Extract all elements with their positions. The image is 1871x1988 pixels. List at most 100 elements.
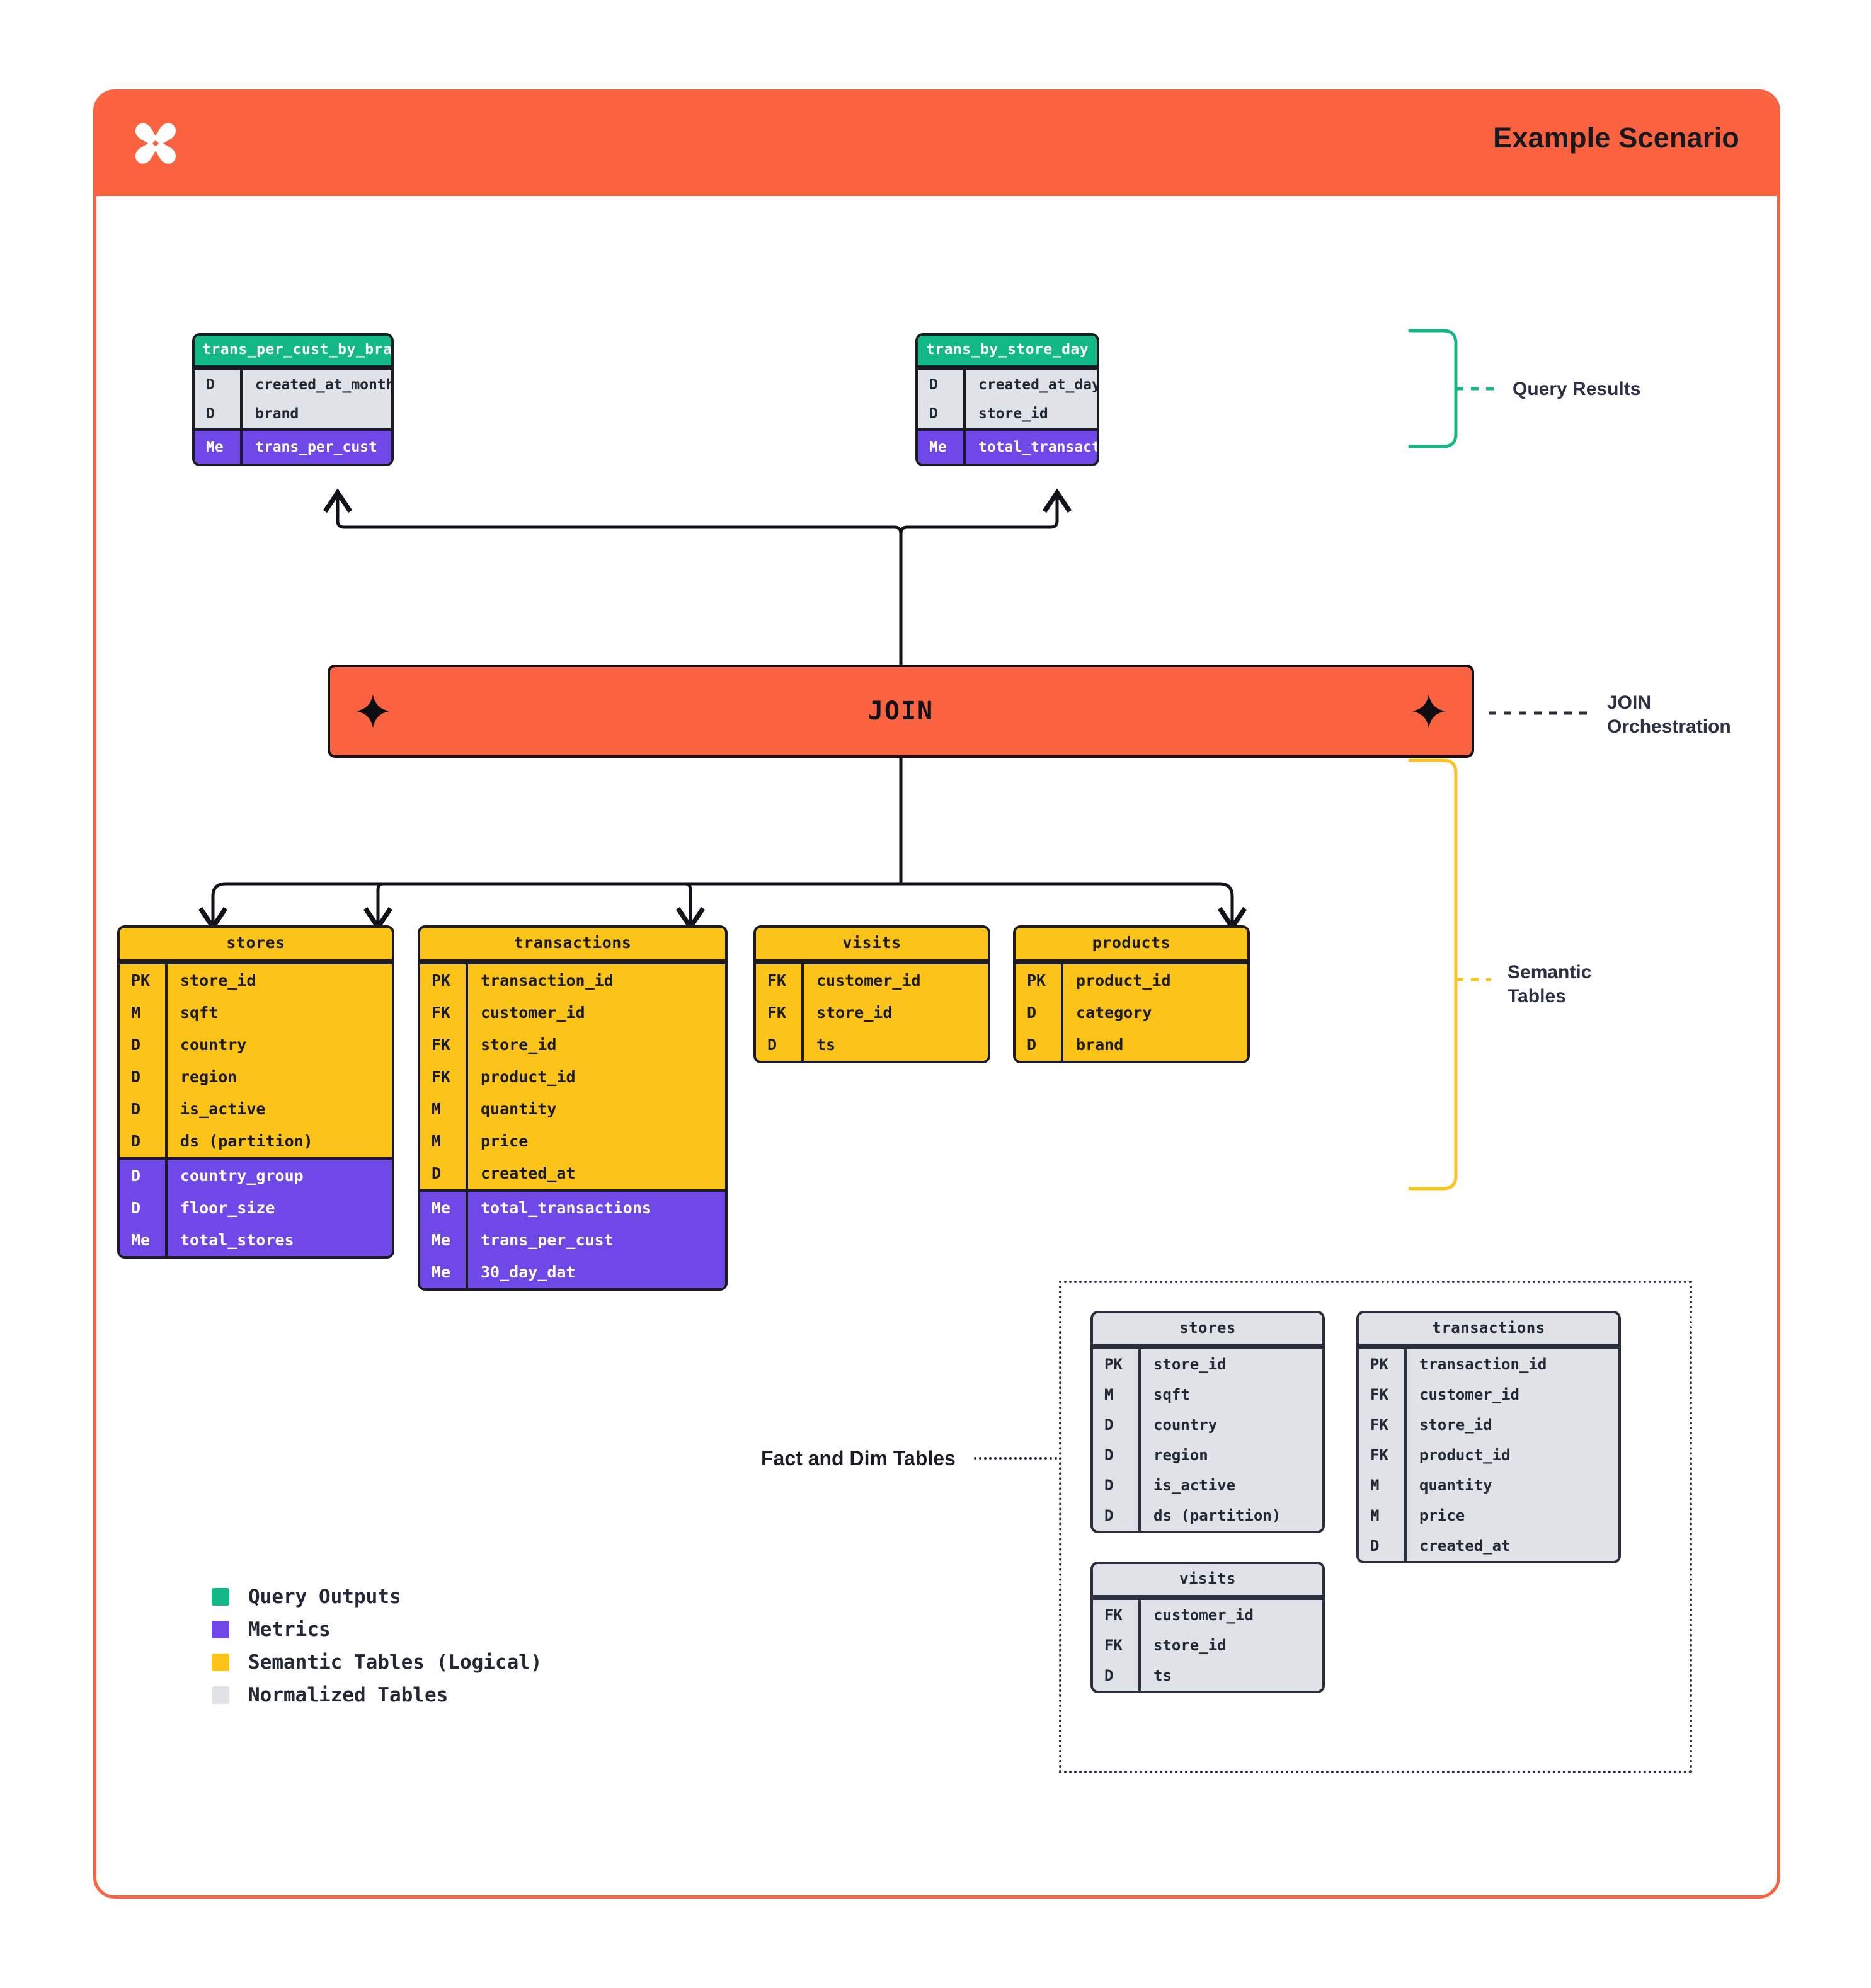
annotation-text-line1: JOIN: [1607, 692, 1652, 713]
row-field: region: [1153, 1446, 1208, 1464]
row-field: store_id: [1153, 1356, 1227, 1373]
dimension-segment: D created_at_month D brand: [195, 368, 391, 428]
card-header: Example Scenario: [96, 93, 1777, 196]
annotation-semantic-tables: Semantic Tables: [1508, 961, 1591, 1009]
row-field: store_id: [481, 1036, 557, 1054]
row-field: created_at_month: [255, 377, 394, 393]
row-key: D: [120, 1160, 168, 1192]
row-key: FK: [756, 997, 804, 1029]
legend-item-normalized-tables: Normalized Tables: [212, 1684, 542, 1706]
sparkle-icon: [356, 694, 390, 728]
row-key: D: [420, 1157, 468, 1189]
row-key: D: [918, 370, 966, 399]
row-field: transaction_id: [1419, 1356, 1547, 1373]
row-field: created_at_day: [978, 377, 1099, 393]
table-row: FK store_id: [1093, 1630, 1322, 1660]
legend-swatch: [212, 1621, 229, 1638]
row-key: D: [1093, 1410, 1141, 1440]
row-field: trans_per_cust: [481, 1231, 614, 1249]
join-orchestration-bar[interactable]: JOIN: [328, 665, 1474, 758]
legend-item-semantic-tables: Semantic Tables (Logical): [212, 1651, 542, 1674]
annotation-text: Query Results: [1513, 379, 1641, 399]
row-key: D: [756, 1029, 804, 1061]
annotation-query-results: Query Results: [1513, 377, 1640, 401]
row-field: category: [1076, 1003, 1152, 1022]
row-field: ts: [1153, 1667, 1172, 1684]
row-field: 30_day_dat: [481, 1263, 576, 1281]
row-key: D: [1093, 1440, 1141, 1470]
row-key: D: [120, 1093, 168, 1125]
annotation-text-line1: Semantic: [1508, 962, 1592, 983]
table-title: visits: [756, 928, 988, 962]
column-segment: PK transaction_id FK customer_id FK store_i…: [420, 962, 725, 1189]
row-field: ds (partition): [180, 1132, 313, 1150]
query-result-table-trans-by-store-day[interactable]: trans_by_store_day D created_at_day D st…: [915, 333, 1099, 466]
row-field: country_group: [180, 1167, 304, 1185]
legend-swatch: [212, 1686, 229, 1704]
row-key: FK: [420, 1029, 468, 1061]
fact-dim-leader-line: [974, 1457, 1057, 1460]
row-key: D: [120, 1192, 168, 1224]
legend: Query Outputs Metrics Semantic Tables (L…: [212, 1585, 542, 1717]
annotation-fact-and-dim-tables: Fact and Dim Tables: [761, 1447, 956, 1470]
row-field: created_at: [481, 1164, 576, 1182]
row-field: country: [180, 1036, 247, 1054]
semantic-table-transactions[interactable]: transactions PK transaction_id FK customer…: [418, 925, 728, 1291]
row-field: is_active: [1153, 1477, 1236, 1494]
table-row: Me total_transactions: [918, 431, 1097, 464]
row-key: D: [120, 1061, 168, 1093]
legend-label: Semantic Tables (Logical): [248, 1651, 542, 1674]
row-key: FK: [756, 964, 804, 997]
row-key: D: [1359, 1531, 1407, 1561]
row-field: transaction_id: [481, 971, 614, 990]
row-field: ds (partition): [1153, 1507, 1281, 1524]
row-key: M: [420, 1125, 468, 1157]
table-title: stores: [120, 928, 392, 962]
table-row: D store_id: [918, 399, 1097, 428]
table-title: trans_per_cust_by_brand_month: [195, 336, 391, 368]
row-field: brand: [255, 406, 299, 422]
row-key: FK: [420, 1061, 468, 1093]
row-field: brand: [1076, 1036, 1124, 1054]
row-key: FK: [1093, 1630, 1141, 1660]
row-field: country: [1153, 1416, 1218, 1434]
legend-item-query-outputs: Query Outputs: [212, 1585, 542, 1608]
dimension-segment: D created_at_day D store_id: [918, 368, 1097, 428]
annotation-text-line2: Tables: [1508, 986, 1566, 1007]
annotation-text-line2: Orchestration: [1607, 716, 1731, 738]
row-field: store_id: [1153, 1637, 1227, 1654]
row-key: Me: [195, 431, 243, 464]
sparkle-icon: [1412, 694, 1446, 728]
row-key: M: [420, 1093, 468, 1125]
row-key: PK: [420, 964, 468, 997]
table-title: transactions: [420, 928, 725, 962]
fact-dim-group-box: [1059, 1281, 1692, 1773]
row-field: customer_id: [481, 1003, 585, 1022]
row-field: total_transactions: [978, 439, 1097, 455]
legend-swatch: [212, 1588, 229, 1606]
query-result-table-trans-per-cust-by-brand-month[interactable]: trans_per_cust_by_brand_month D created_…: [192, 333, 394, 466]
table-title: transactions: [1359, 1313, 1618, 1347]
table-row: D created_at_month: [195, 370, 391, 399]
row-key: Me: [420, 1224, 468, 1256]
